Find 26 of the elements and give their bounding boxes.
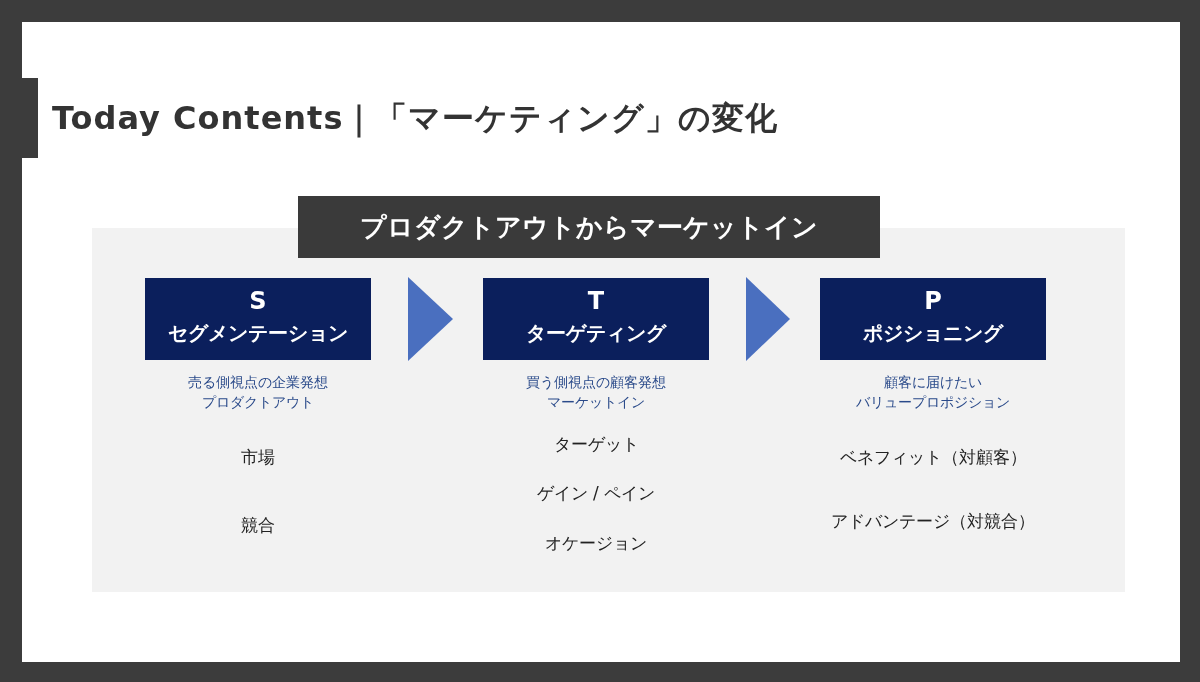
description-text: バリュープロポジション [856,394,1010,410]
description-text: プロダクトアウト [202,394,314,410]
step-letter: P [923,286,943,316]
header-box: プロダクトアウトからマーケットイン [298,196,880,258]
step-letter: T [586,286,606,316]
step-letter: S [248,286,268,316]
step-name: セグメンテーション [167,320,349,347]
item-text: 市場 [241,447,275,467]
item-text: オケージョン [545,533,647,553]
step-box [483,278,709,360]
item-text: 競合 [241,515,275,535]
item-text: ゲイン / ペイン [536,483,656,503]
step-name: ターゲティング [525,320,668,347]
description-text: 買う側視点の顧客発想 [526,374,666,390]
step-box [820,278,1046,360]
item-text: ターゲット [553,434,639,454]
item-text: ベネフィット（対顧客） [839,447,1027,467]
slide-title: Today Contents｜「マーケティング」の変化 [22,78,779,158]
description-text: 顧客に届けたい [884,374,982,390]
chevron-arrow [408,277,453,361]
step-box [145,278,371,360]
description-text: 売る側視点の企業発想 [188,374,328,390]
chevron-arrow [746,277,790,361]
description-text: マーケットイン [547,394,645,410]
step-name: ポジショニング [862,320,1005,347]
item-text: アドバンテージ（対競合） [831,511,1035,531]
